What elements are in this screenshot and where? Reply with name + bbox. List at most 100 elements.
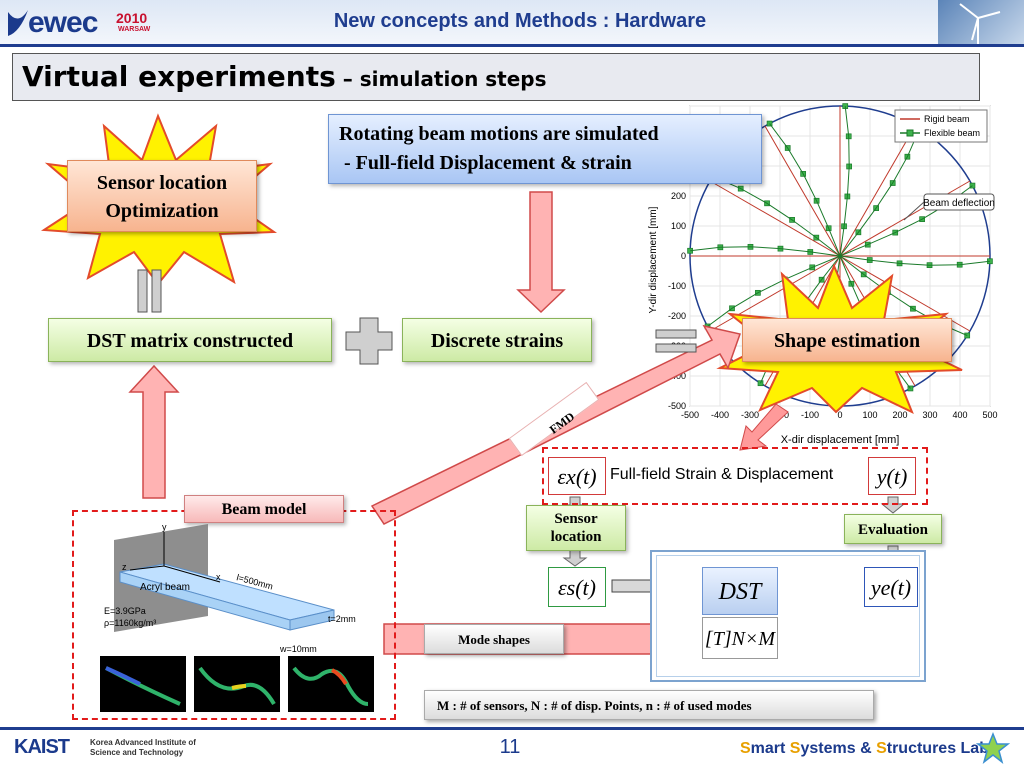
legend-flexible-beam: Flexible beam bbox=[924, 128, 980, 138]
mode-shape-image-2 bbox=[194, 656, 280, 712]
full-field-region bbox=[542, 447, 928, 505]
flexible-beam-marker bbox=[766, 120, 773, 127]
chart-x-label: X-dir displacement [mm] bbox=[781, 434, 900, 446]
acryl-beam-label: Acryl beam bbox=[140, 582, 190, 593]
series-flexible-beam bbox=[687, 103, 993, 409]
axis-x-label: x bbox=[216, 572, 221, 582]
logo-text: ewec bbox=[28, 6, 98, 39]
epsilon-x-formula: εx(t) bbox=[548, 457, 606, 495]
x-tick-label: -500 bbox=[681, 410, 699, 420]
flexible-beam-line bbox=[690, 246, 841, 257]
flexible-beam-line bbox=[839, 106, 850, 257]
shape-estimation-box: Shape estimation bbox=[742, 318, 952, 362]
lab-s3: S bbox=[876, 740, 887, 757]
flexible-beam-line bbox=[707, 255, 841, 327]
beam-side-face bbox=[119, 571, 291, 631]
sensor-opt-line2: Optimization bbox=[105, 200, 219, 222]
epsilon-s-formula: εs(t) bbox=[548, 567, 606, 607]
discrete-strains-box: Discrete strains bbox=[402, 318, 592, 362]
slide-title-main: Virtual experiments bbox=[22, 60, 336, 93]
mode-shape-image-1 bbox=[100, 656, 186, 712]
kaist-logo: KAIST bbox=[14, 736, 70, 758]
dst-inner-frame bbox=[656, 555, 920, 677]
lab-t2: ystems & bbox=[800, 740, 877, 757]
x-tick-label: 300 bbox=[922, 410, 937, 420]
rigid-beam-line bbox=[764, 125, 841, 257]
equals-bar-right bbox=[151, 269, 162, 313]
slide-title-sub: – simulation steps bbox=[335, 67, 547, 91]
footer-divider bbox=[0, 727, 1024, 730]
mode-shapes-label: Mode shapes bbox=[424, 624, 564, 654]
arrow-gray-sensor-2 bbox=[562, 549, 588, 567]
rotating-beam-box: Rotating beam motions are simulated - Fu… bbox=[328, 114, 762, 184]
header-divider bbox=[0, 44, 1024, 47]
mode-shape-image-3 bbox=[288, 656, 374, 712]
wind-turbine-icon bbox=[959, 3, 1001, 46]
axis-y-label: y bbox=[162, 522, 167, 532]
flexible-beam-marker bbox=[964, 332, 971, 339]
x-tick-label: 500 bbox=[982, 410, 997, 420]
lab-s2: S bbox=[789, 740, 801, 757]
full-field-label: Full-field Strain & Displacement bbox=[610, 466, 834, 483]
y-tick-label: 100 bbox=[671, 221, 686, 231]
rigid-beam-line bbox=[839, 125, 916, 257]
y-tick-label: -200 bbox=[668, 311, 686, 321]
x-tick-label: -300 bbox=[741, 410, 759, 420]
ewec-logo: ewec 2010 WARSAW bbox=[6, 6, 156, 40]
equals-bar-left bbox=[137, 269, 148, 313]
legend-rigid-beam: Rigid beam bbox=[924, 114, 970, 124]
z-axis-line bbox=[129, 565, 165, 571]
dst-matrix-box: DST matrix constructed bbox=[48, 318, 332, 362]
density-label: ρ=1160kg/m³ bbox=[104, 618, 156, 628]
flexible-beam-line bbox=[839, 128, 920, 257]
slide-title: Virtual experiments – simulation steps bbox=[22, 60, 547, 93]
x-tick-label: -400 bbox=[711, 410, 729, 420]
y-tick-label: 0 bbox=[681, 251, 686, 261]
rigid-beam-line bbox=[709, 255, 841, 332]
rigid-beam-line bbox=[709, 180, 841, 257]
chart-y-label: Y-dir displacement [mm] bbox=[648, 206, 659, 313]
lab-name: Smart Systems & Structures Lab. bbox=[740, 740, 993, 758]
plus-sign-icon bbox=[345, 317, 393, 365]
dst-label: DST bbox=[702, 567, 778, 615]
modulus-label: E=3.9GPa bbox=[104, 606, 146, 616]
logo-year: 2010 bbox=[116, 10, 148, 26]
axis-z-label: z bbox=[122, 562, 127, 572]
x-axis-line bbox=[163, 565, 221, 583]
page-number: 11 bbox=[499, 736, 521, 758]
y-t-formula: y(t) bbox=[868, 457, 916, 495]
sensor-opt-line1: Sensor location bbox=[96, 172, 228, 194]
sensor-loc-line1: Sensor bbox=[554, 511, 598, 527]
lab-t1: mart bbox=[750, 740, 790, 757]
equals-bottom bbox=[655, 343, 697, 353]
annotation-beam-deflection: Beam deflection bbox=[923, 198, 995, 209]
arrow-down-discrete bbox=[516, 191, 566, 314]
header-bar bbox=[0, 0, 1024, 46]
flexible-beam-marker bbox=[907, 385, 914, 392]
x-tick-label: 100 bbox=[862, 410, 877, 420]
rotating-line2: - Full-field Displacement & strain bbox=[339, 152, 632, 174]
arrow-up-dst bbox=[128, 364, 180, 499]
t-matrix-label: [T]N×M bbox=[702, 617, 778, 659]
x-tick-label: -100 bbox=[801, 410, 819, 420]
flexible-beam-line bbox=[769, 123, 841, 257]
chart-legend: Rigid beam Flexible beam bbox=[894, 109, 988, 143]
wind-turbine-image bbox=[938, 0, 1024, 46]
y-tick-label: 200 bbox=[671, 191, 686, 201]
width-label: w=10mm bbox=[279, 644, 317, 654]
beam-diagram: y z x Acryl beam l=500mm t=2mm w=10mm E=… bbox=[104, 522, 356, 654]
y-tick-label: -500 bbox=[668, 401, 686, 411]
x-tick-label: 0 bbox=[837, 410, 842, 420]
arrow-shape-down bbox=[739, 403, 789, 451]
sensor-location-box: Sensor location bbox=[526, 505, 626, 551]
flexible-beam-marker bbox=[969, 182, 976, 189]
x-tick-label: 400 bbox=[952, 410, 967, 420]
kaist-subtitle: Korea Advanced Institute of Science and … bbox=[90, 738, 196, 757]
thickness-label: t=2mm bbox=[328, 614, 356, 624]
header-title: New concepts and Methods : Hardware bbox=[333, 10, 707, 32]
y-e-formula: ye(t) bbox=[864, 567, 918, 607]
notation-note: M : # of sensors, N : # of disp. Points,… bbox=[424, 690, 874, 720]
flexible-beam-marker bbox=[757, 380, 764, 387]
lab-s1: S bbox=[740, 740, 751, 757]
rotating-line1: Rotating beam motions are simulated bbox=[339, 123, 659, 145]
